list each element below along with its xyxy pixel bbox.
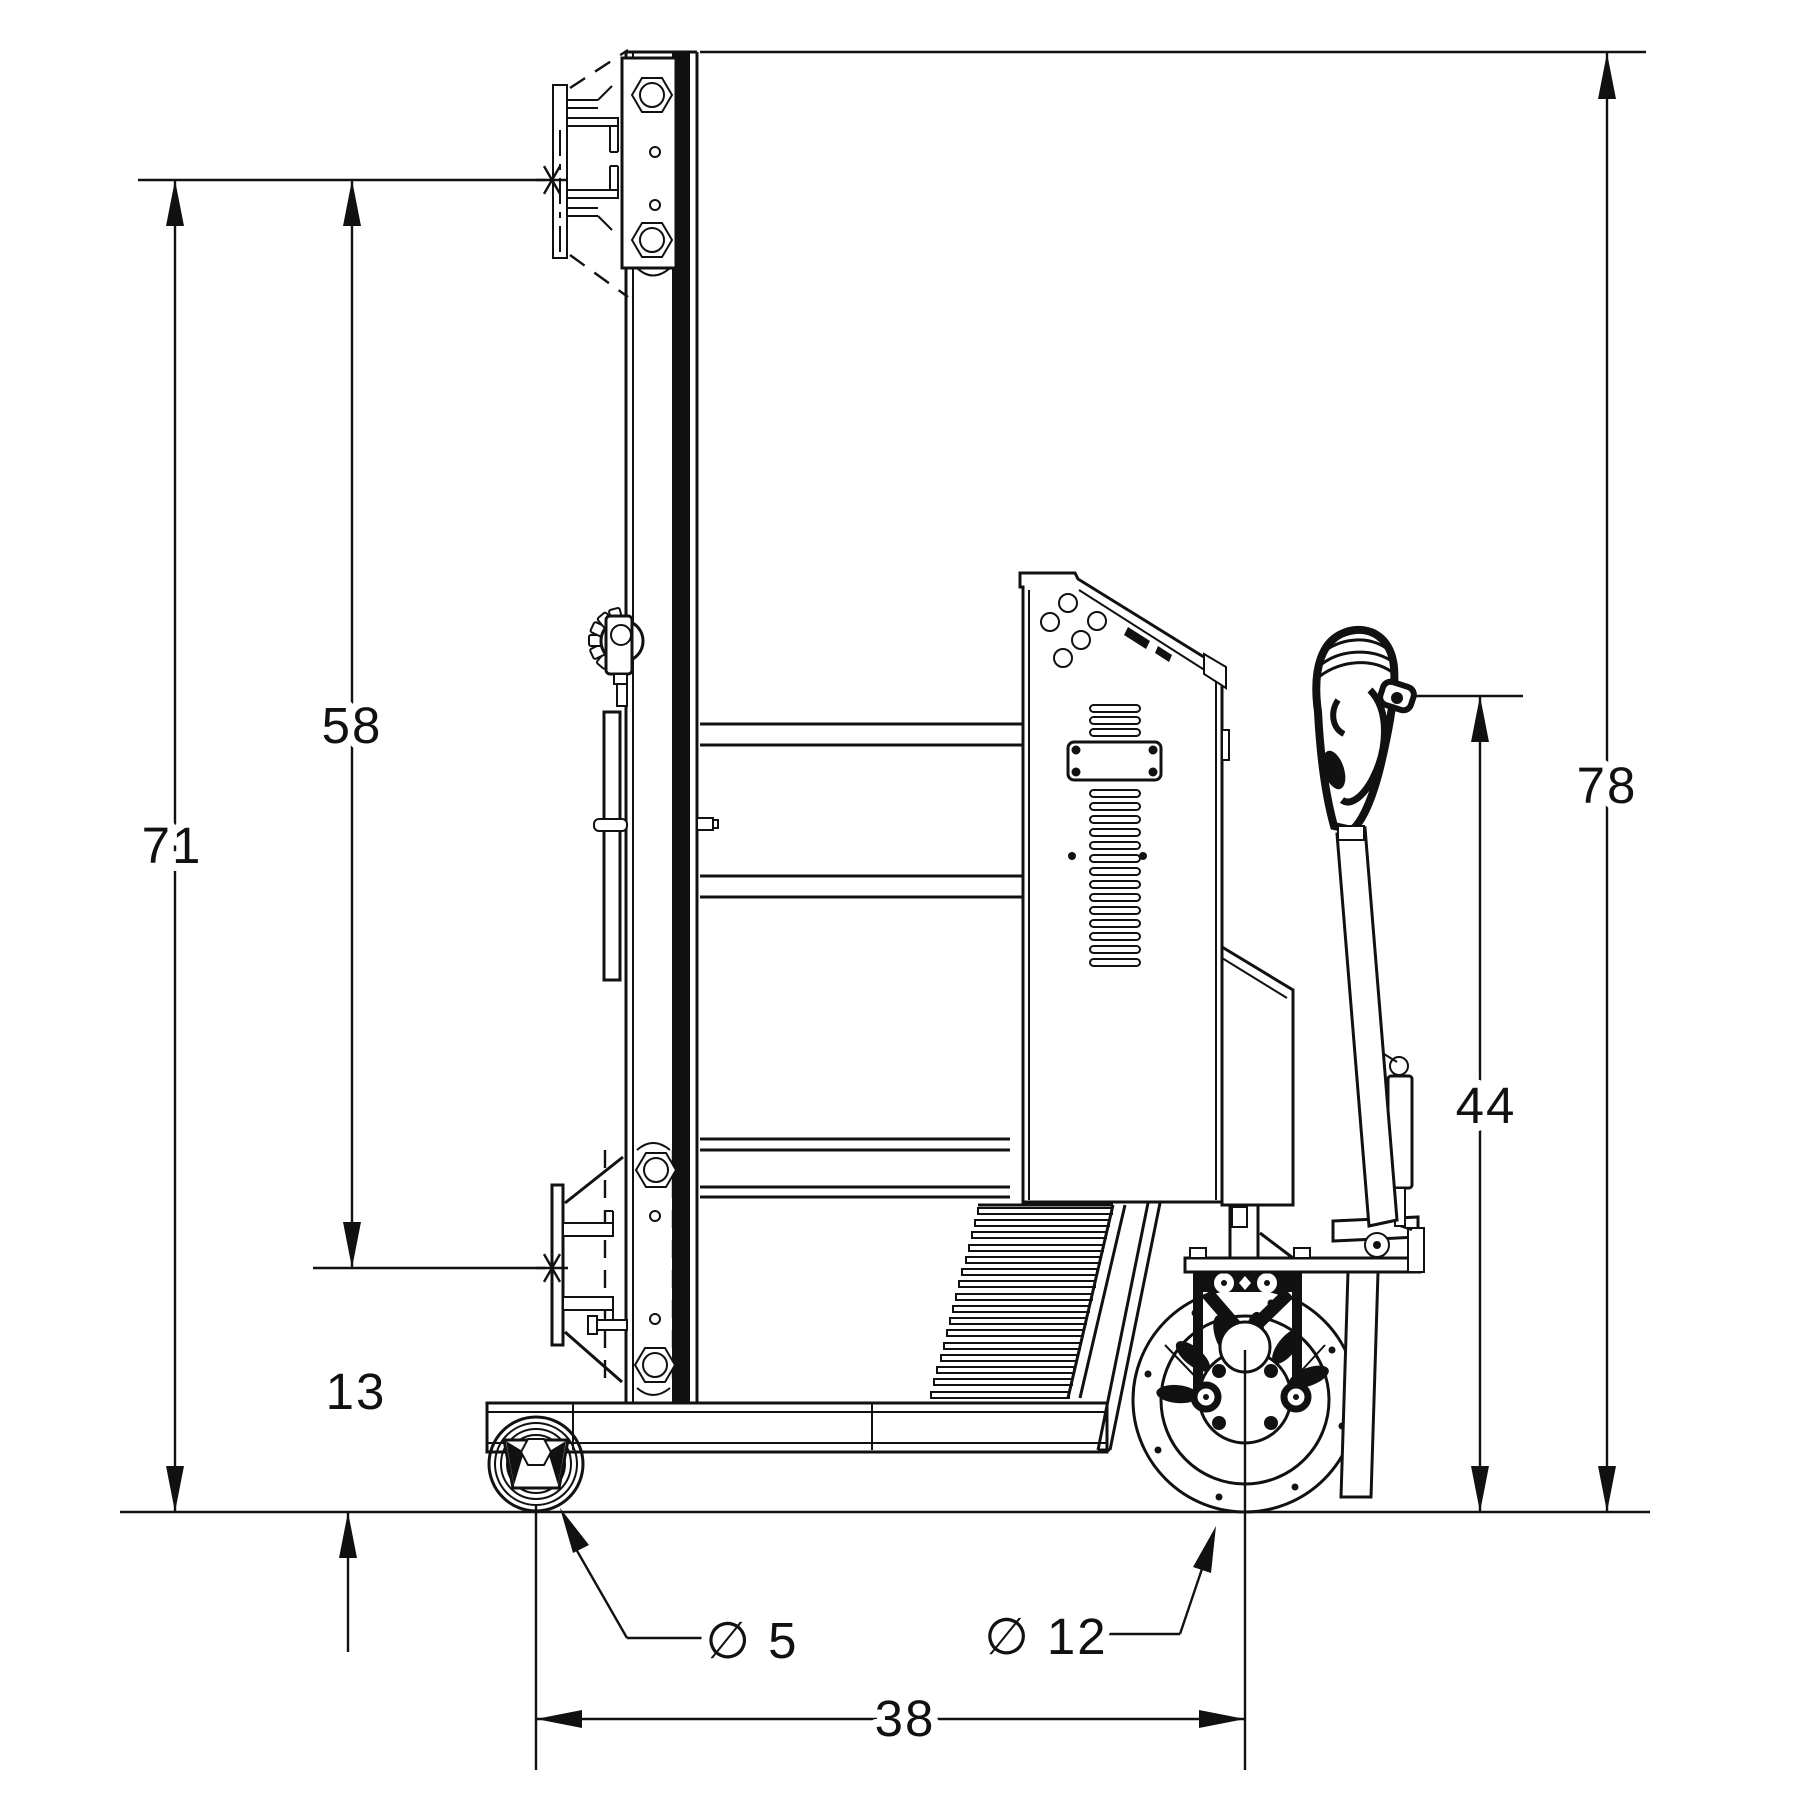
lift-chain-guard	[602, 710, 622, 982]
dim-lift-travel-label: 58	[322, 697, 383, 754]
arrow-up-icon	[343, 180, 361, 226]
carriage-bottom	[603, 1142, 686, 1400]
support-strut	[1339, 1270, 1380, 1499]
hydraulic-cylinder	[1383, 1053, 1414, 1231]
chain-anchor-pin	[595, 1319, 628, 1331]
cowl	[1220, 944, 1295, 1207]
caster-diameter-label: ∅ 5	[706, 1612, 799, 1669]
tread-ramp	[930, 1202, 1162, 1452]
arrow-down-icon	[1598, 1466, 1616, 1512]
dim-overall-height-label: 78	[1577, 757, 1638, 814]
arrow-right-icon	[1199, 1710, 1245, 1728]
cross-rails	[696, 722, 1023, 1199]
tiller-arm	[1335, 826, 1399, 1228]
chain-pin	[593, 818, 628, 832]
drive-mount-plate	[1183, 1256, 1422, 1274]
leader-arrow-icon	[1193, 1526, 1216, 1573]
dim-fork-lowered-label: 13	[326, 1363, 387, 1420]
battery-box	[1018, 571, 1230, 1204]
main-louvers	[1089, 789, 1141, 967]
callout-drive-wheel-diameter: ∅ 12	[976, 1526, 1216, 1673]
hex-bolt	[634, 1152, 678, 1188]
hex-bolt	[630, 77, 674, 113]
caster-wheel	[487, 1415, 585, 1513]
cover-latch	[1124, 627, 1150, 649]
arrow-left-icon	[536, 1710, 582, 1728]
callout-caster-diameter: ∅ 5	[560, 1508, 804, 1677]
dim-max-fork-height-label: 71	[142, 817, 203, 874]
mast	[624, 50, 699, 1403]
steering-column	[1228, 1205, 1294, 1260]
dimension-wheel-span: 38	[534, 1350, 1247, 1770]
upper-louvers	[1089, 704, 1141, 737]
hex-bolt	[630, 222, 674, 258]
fork-lowered	[550, 1155, 628, 1384]
leader-arrow-icon	[560, 1508, 589, 1553]
cover-latch	[1155, 646, 1172, 662]
chain-sprocket	[588, 607, 645, 982]
arrow-up-icon	[166, 180, 184, 226]
drive-unit	[1156, 1247, 1422, 1445]
base-frame	[485, 1401, 1109, 1454]
arrow-down-icon	[1471, 1466, 1489, 1512]
arrow-down-icon	[166, 1466, 184, 1512]
axle-nut	[519, 1438, 553, 1466]
arrow-up-icon	[339, 1512, 357, 1558]
datum-star-icon	[536, 165, 568, 195]
dim-wheel-span-label: 38	[875, 1690, 936, 1747]
fork-raised-phantom	[552, 48, 629, 298]
dimension-overall-height: 78	[1569, 53, 1643, 1512]
dimension-max-fork-height: 71	[134, 180, 208, 1512]
drive-wheel-diameter-label: ∅ 12	[984, 1608, 1107, 1665]
carriage-top	[620, 56, 678, 277]
arrow-up-icon	[1598, 53, 1616, 99]
vent-holes	[1040, 593, 1107, 668]
hex-bolt	[633, 1347, 677, 1383]
arrow-up-icon	[1471, 696, 1489, 742]
datum-star-icon	[536, 1253, 568, 1283]
arrow-down-icon	[343, 1222, 361, 1268]
tiller-head	[1312, 626, 1417, 841]
dim-handle-height-label: 44	[1456, 1077, 1517, 1134]
dimension-fork-lowered-height: 13	[318, 1355, 392, 1652]
rail-pin	[696, 817, 714, 831]
access-plate	[1066, 740, 1163, 782]
dimension-handle-height: 44	[1448, 696, 1522, 1512]
dimension-lift-travel: 58	[314, 180, 388, 1268]
